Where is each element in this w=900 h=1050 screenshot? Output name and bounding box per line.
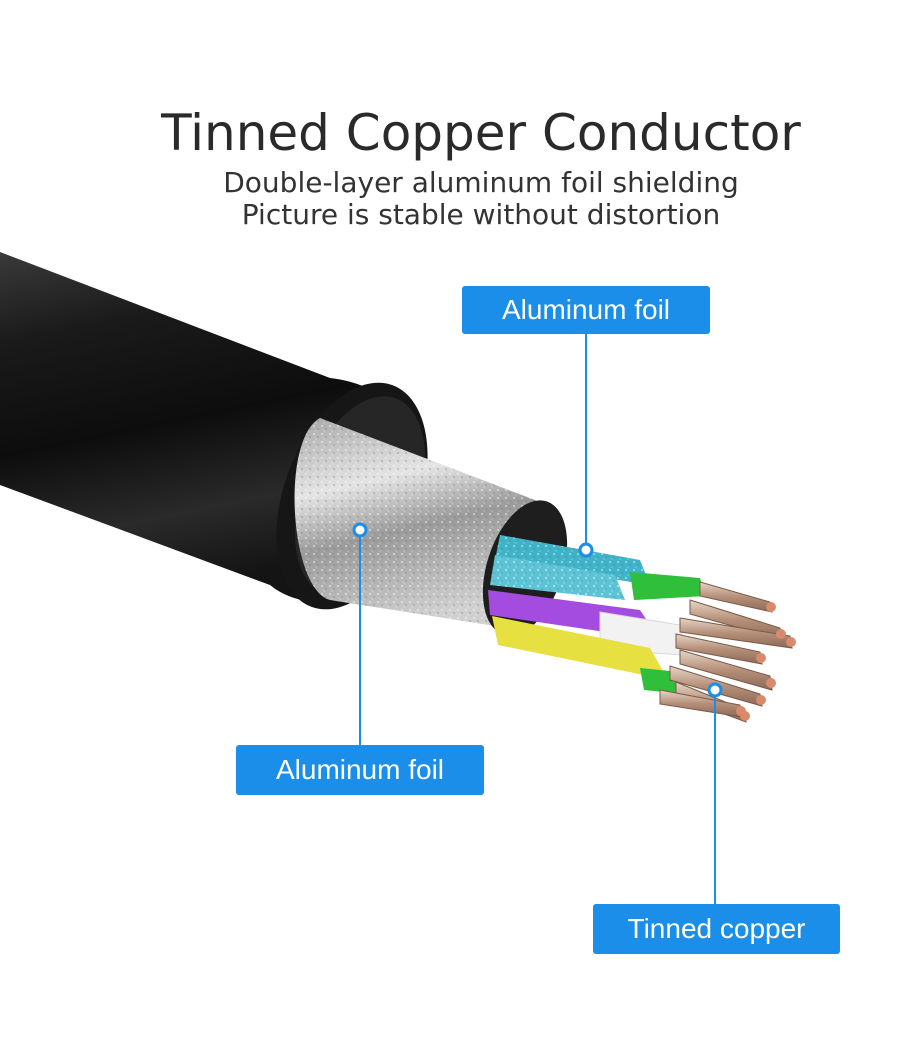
callout-tinned-copper: Tinned copper <box>593 904 840 954</box>
wire-bundle <box>488 535 796 723</box>
page-title: Tinned Copper Conductor <box>161 104 801 162</box>
leader-dots <box>352 522 723 698</box>
callout-aluminum-foil-top: Aluminum foil <box>462 286 710 334</box>
callout-aluminum-foil-left: Aluminum foil <box>236 745 484 795</box>
subtitle-line-1: Double-layer aluminum foil shielding <box>223 166 739 199</box>
subtitle-line-2: Picture is stable without distortion <box>241 198 721 231</box>
leader-lines <box>359 334 716 904</box>
